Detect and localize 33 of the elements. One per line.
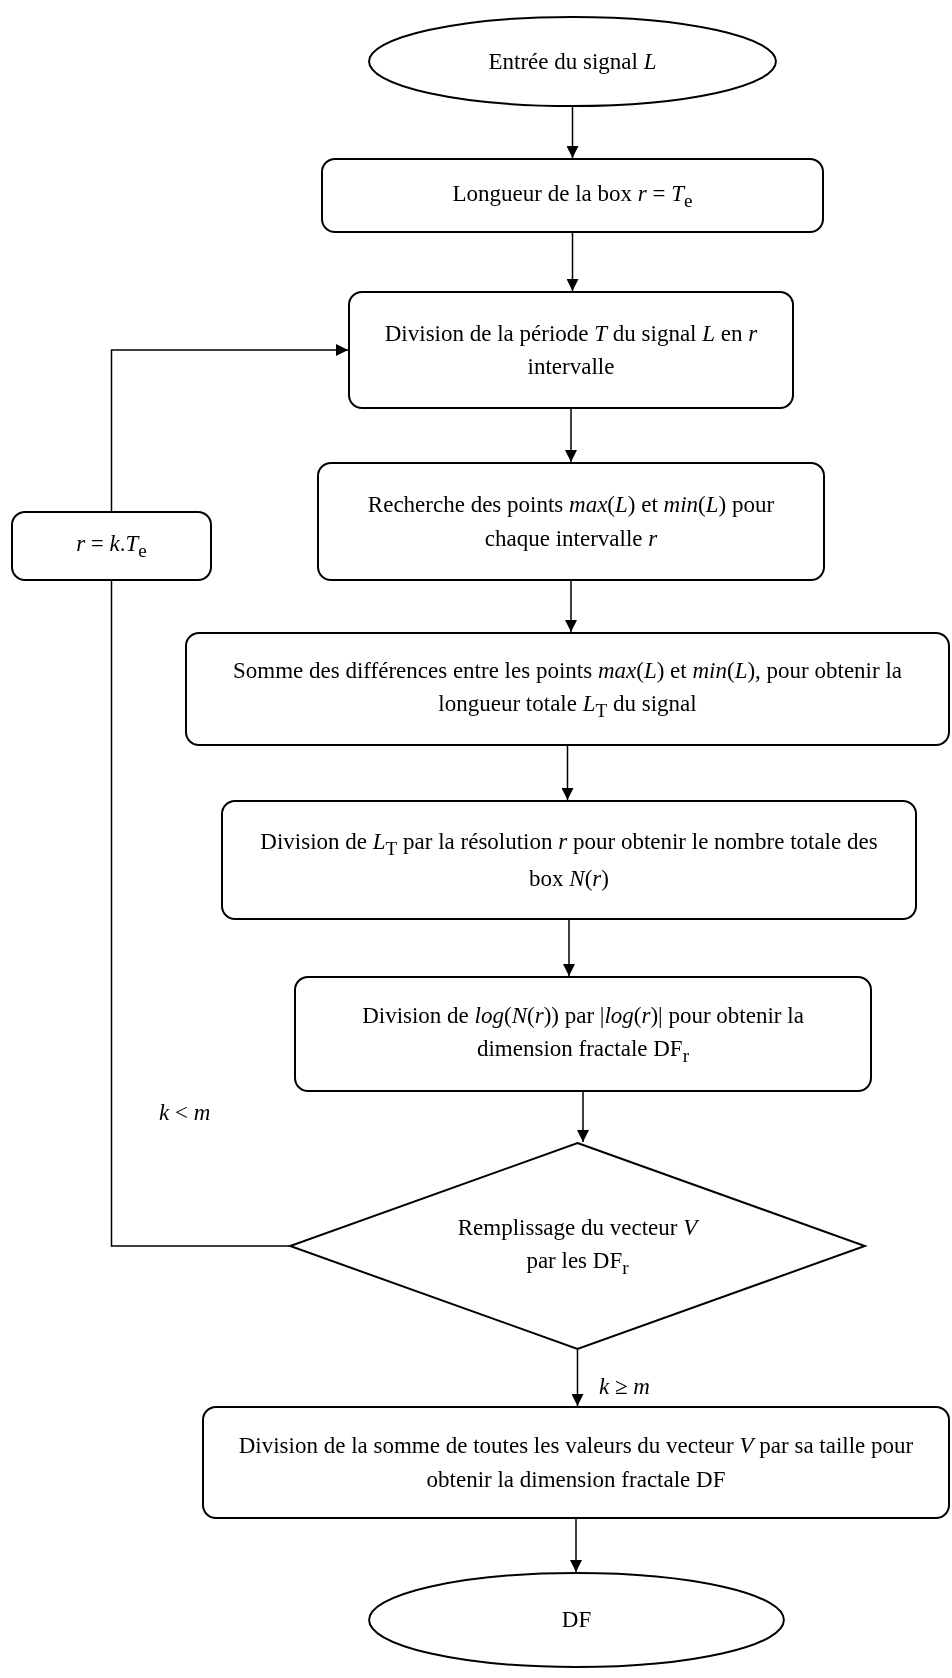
arrow [565, 408, 577, 463]
node-text: Division de L$_{T}$ par la résolution r pour obtenir le nombre totale des box N(r) [259, 827, 879, 893]
arrow [566, 106, 579, 159]
terminal-ellipse [367, 1572, 786, 1668]
process-box [321, 158, 824, 233]
node-text: Entrée du signal L [488, 47, 657, 76]
arrow [563, 919, 575, 977]
terminal-ellipse [367, 16, 778, 107]
process-box [11, 511, 212, 581]
node-text: Remplissage du vecteur V par les DF$_{r}$ [457, 1213, 698, 1280]
arrow [577, 1091, 589, 1143]
node-text: r = k.T$_{e}$ [76, 530, 147, 563]
decision-diamond [289, 1142, 866, 1350]
process-box [317, 462, 825, 581]
arrow [565, 580, 577, 633]
process-box [202, 1406, 950, 1519]
arrow [571, 1349, 584, 1407]
node-text: Division de log(N(r)) par |log(r)| pour obtenir la dimension fractale DF$_{r}$ [361, 1001, 805, 1068]
node-text: Division de la période T du signal L en r intervalle [383, 319, 759, 381]
arrow [566, 232, 579, 292]
arrow [110, 344, 349, 512]
process-box [294, 976, 872, 1092]
node-text: DF [561, 1606, 592, 1635]
arrow [570, 1518, 582, 1573]
node-text: Somme des différences entre les points max(L) et min(L), pour obtenir la longueur totale L$_{T}$ du signal [231, 656, 903, 723]
node-text: Longueur de la box r = T$_{e}$ [452, 179, 693, 213]
node-text: Division de la somme de toutes les valeurs du vecteur V par sa taille pour obtenir la dimension fractale DF [237, 1432, 915, 1494]
node-text: Recherche des points max(L) et min(L) pour chaque intervalle r [366, 491, 776, 553]
process-box [185, 632, 950, 746]
process-box [348, 291, 794, 409]
process-box [221, 800, 917, 920]
connector-line [110, 580, 290, 1247]
arrow [561, 745, 574, 801]
